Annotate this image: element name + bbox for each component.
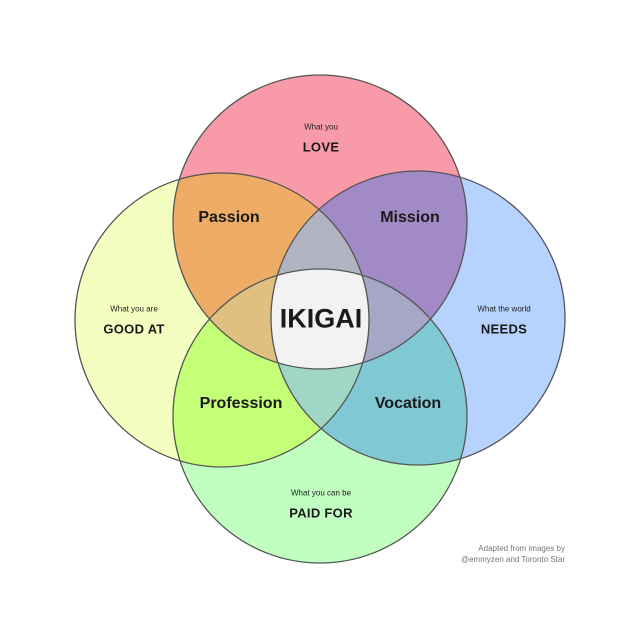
passion-label: Passion	[198, 209, 260, 226]
credit-text: Adapted from images by @emmyzen and Toro…	[461, 543, 565, 565]
love-label: LOVE	[302, 139, 340, 155]
good-at-outline	[74, 172, 370, 468]
love-outline	[172, 74, 468, 370]
mission-label: Mission	[380, 209, 440, 226]
good-at-caption: What you are	[110, 304, 158, 314]
credit-line-2: @emmyzen and Toronto Star	[460, 555, 565, 564]
vocation-label: Vocation	[374, 395, 442, 412]
ikigai-label: IKIGAI	[279, 303, 363, 334]
needs-caption: What the world	[477, 304, 531, 314]
good-at-label: GOOD AT	[103, 321, 165, 337]
profession-label: Profession	[199, 395, 283, 412]
credit-line-1: Adapted from images by	[478, 544, 565, 553]
paid-for-label: PAID FOR	[289, 505, 353, 521]
love-caption: What you	[304, 122, 338, 132]
needs-label: NEEDS	[480, 321, 528, 337]
paid-for-caption: What you can be	[290, 488, 352, 498]
needs-outline	[270, 170, 566, 466]
paid-for-outline	[172, 268, 468, 564]
